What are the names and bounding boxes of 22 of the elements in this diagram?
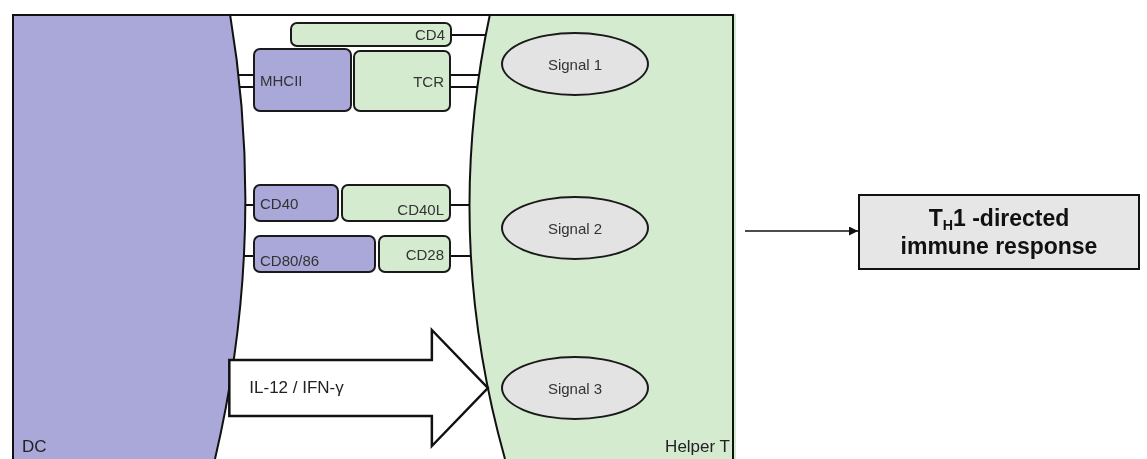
cell-label: Helper T xyxy=(665,437,730,457)
receptor-box: CD40L xyxy=(341,184,451,222)
membrane-anchor-line xyxy=(238,86,254,88)
membrane-anchor-line xyxy=(450,204,471,206)
receptor-box: CD80/86 xyxy=(253,235,376,273)
membrane-anchor-line xyxy=(450,74,481,76)
result-box: T$_{H}$1 -directed immune response xyxy=(858,194,1140,270)
membrane-anchor-line xyxy=(450,255,472,257)
membrane-anchor-line xyxy=(237,74,254,76)
membrane-anchor-line xyxy=(451,34,487,36)
receptor-box: CD40 xyxy=(253,184,339,222)
membrane-anchor-line xyxy=(244,204,254,206)
receptor-box: MHCII xyxy=(253,48,352,112)
cell-label: DC xyxy=(22,437,47,457)
receptor-box: CD4 xyxy=(290,22,452,47)
receptor-box: TCR xyxy=(353,50,451,112)
membrane-anchor-line xyxy=(450,86,479,88)
block-arrow xyxy=(228,326,490,450)
membrane-anchor-line xyxy=(242,255,254,257)
edge-label: IL-12 / IFN-γ xyxy=(249,378,344,398)
receptor-box: CD28 xyxy=(378,235,451,273)
arrow xyxy=(744,226,859,236)
